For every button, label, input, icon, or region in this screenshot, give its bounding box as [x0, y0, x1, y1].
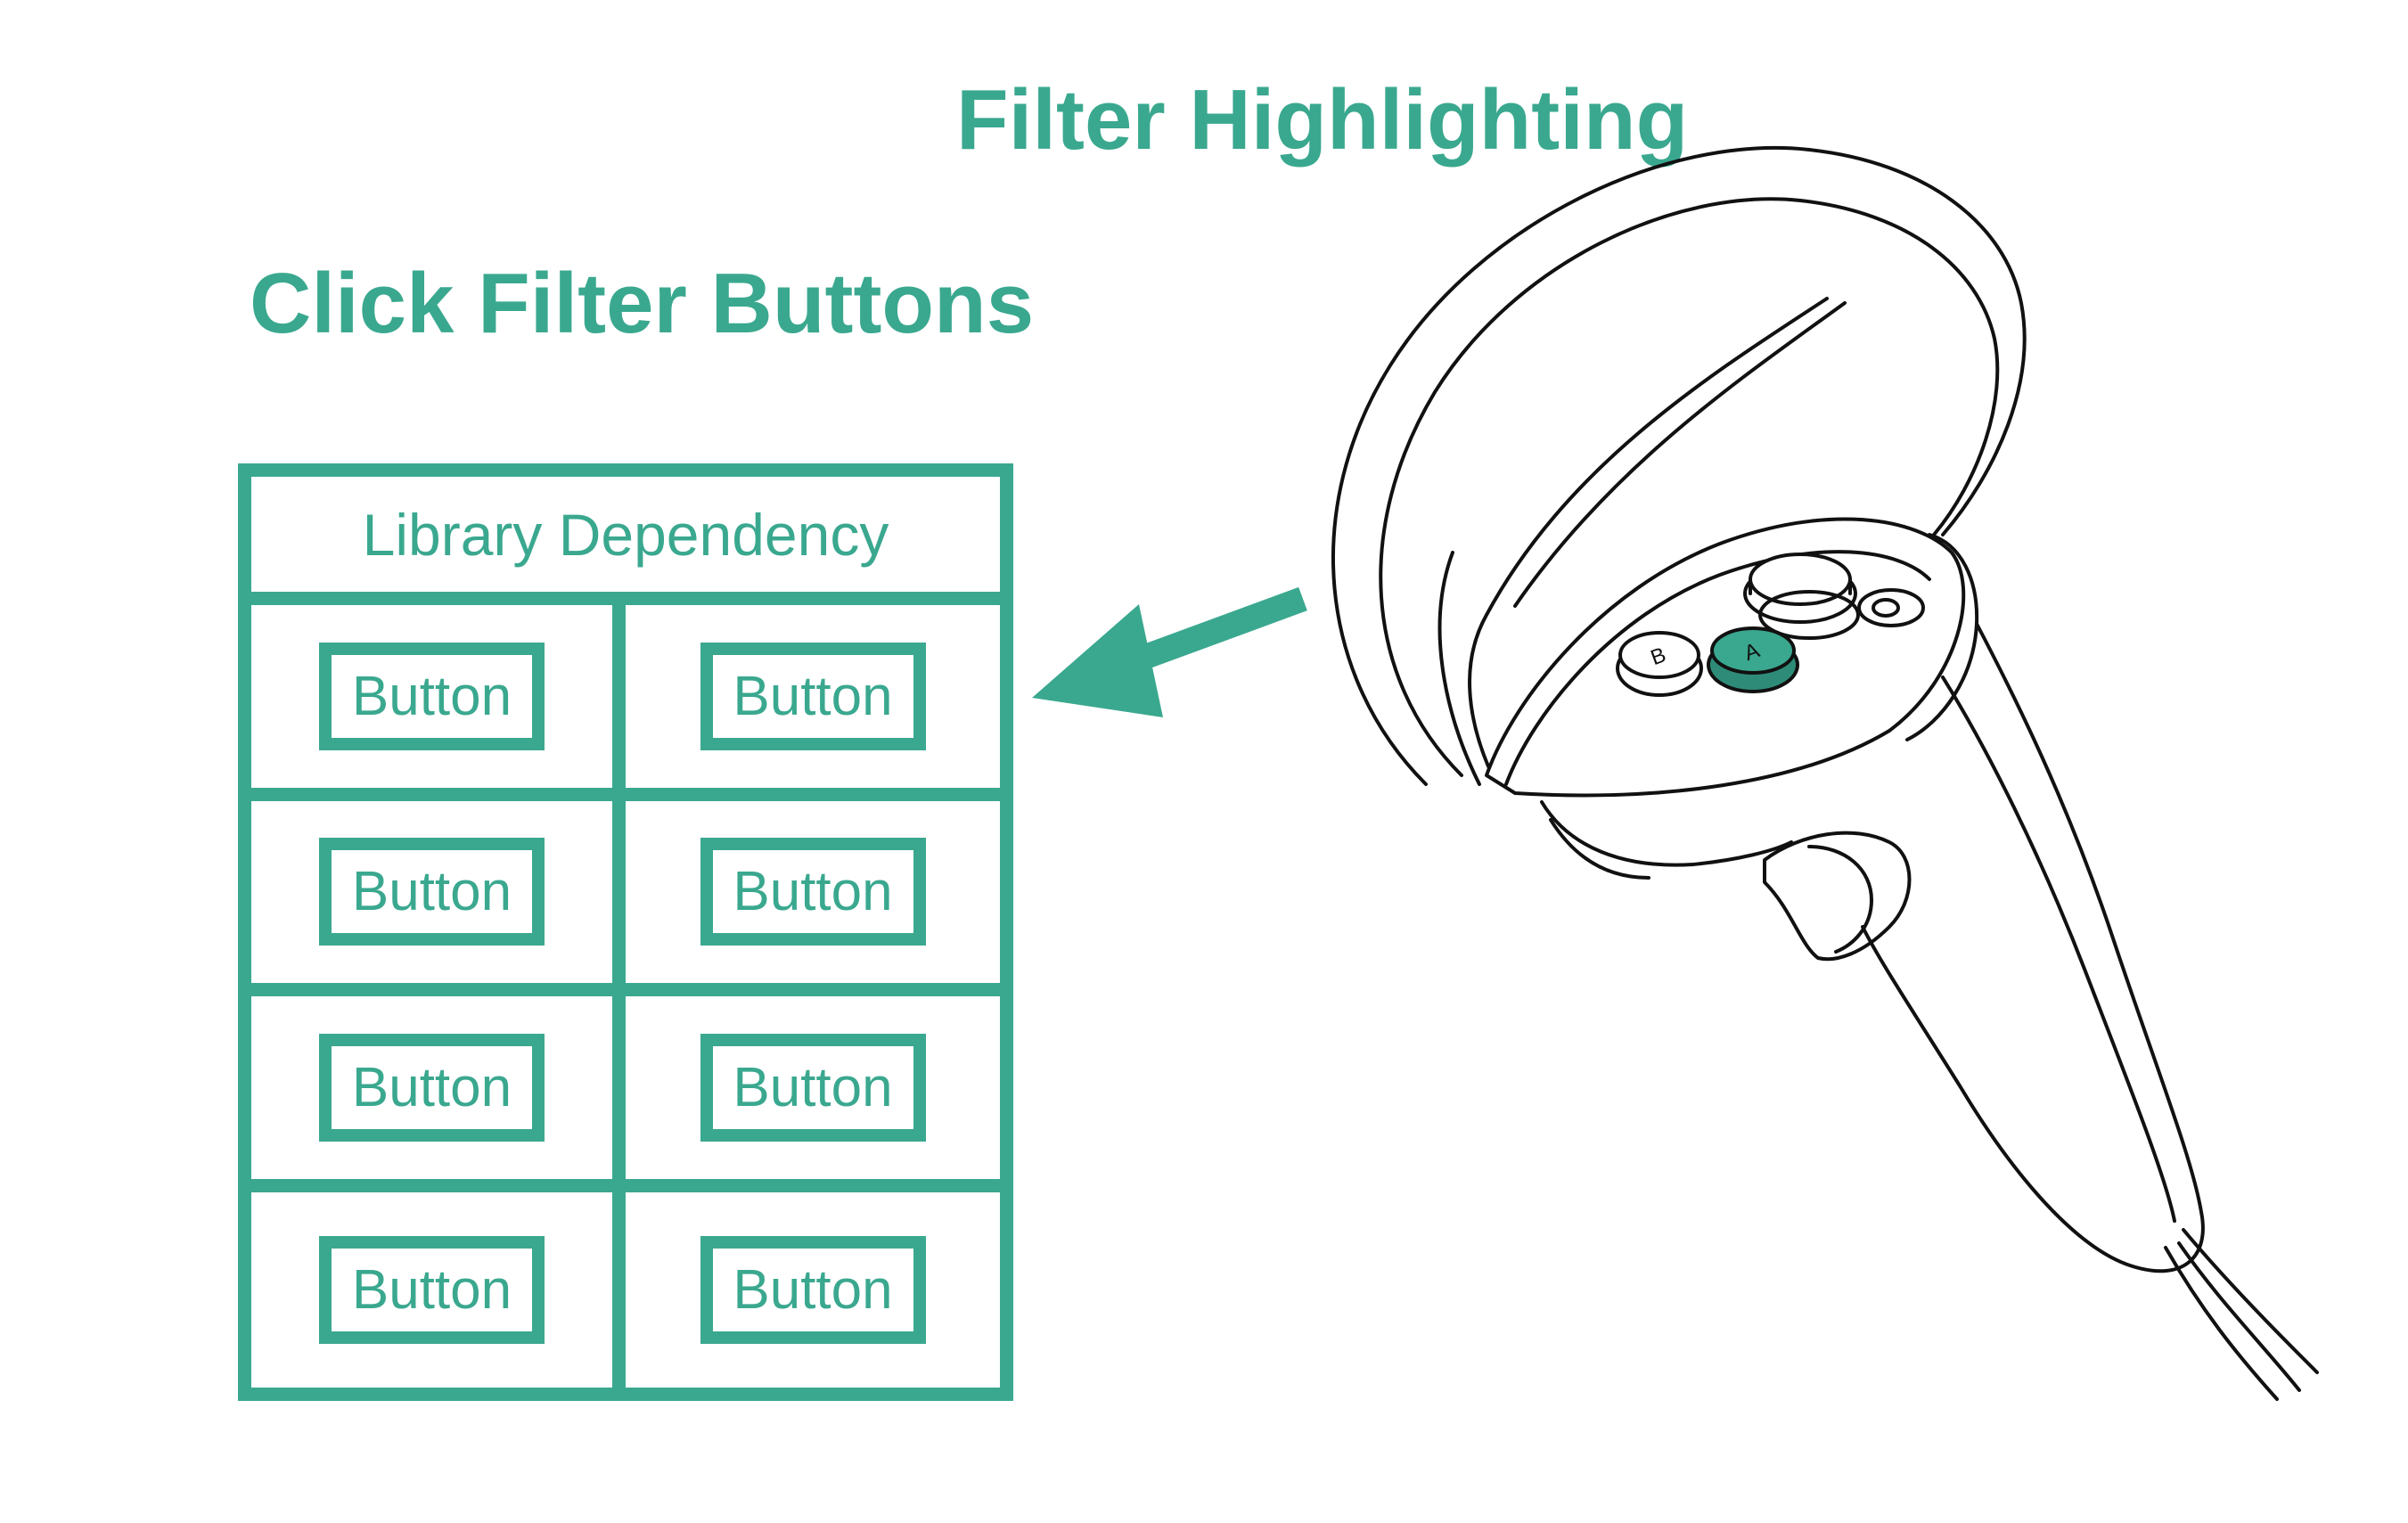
filter-button-5[interactable]: Button: [319, 1033, 545, 1142]
trigger-icon: [1763, 831, 1912, 962]
grid-cell: Button: [626, 996, 1000, 1192]
pointing-arrow-icon: [1032, 586, 1307, 717]
grid-cell: Button: [251, 800, 626, 996]
grid-cell: Button: [626, 605, 1000, 801]
menu-button-icon: [1857, 588, 1925, 627]
panel-header: Library Dependency: [251, 477, 1000, 605]
grid-cell: Button: [251, 605, 626, 801]
filter-highlighting-title: Filter Highlighting: [956, 72, 1689, 168]
filter-button-8[interactable]: Button: [700, 1235, 926, 1344]
grid-cell: Button: [251, 996, 626, 1192]
filter-button-1[interactable]: Button: [319, 642, 545, 750]
filter-button-3[interactable]: Button: [319, 838, 545, 946]
grid-cell: Button: [626, 1192, 1000, 1388]
a-button-highlighted-icon: [1707, 626, 1799, 693]
b-button-icon: [1616, 631, 1703, 697]
grid-cell: Button: [251, 1191, 626, 1388]
controller-handle: [1540, 622, 2205, 1273]
filter-button-6[interactable]: Button: [700, 1033, 926, 1142]
grid-cell: Button: [626, 801, 1000, 996]
cable-icon: [2164, 1228, 2319, 1401]
filter-button-7[interactable]: Button: [319, 1235, 545, 1344]
filter-button-4[interactable]: Button: [700, 838, 926, 946]
filter-button-grid: Button Button Button Button Button Butto…: [251, 605, 1000, 1388]
tracking-ring: [1331, 145, 2027, 786]
library-dependency-panel: Library Dependency Button Button Button …: [238, 463, 1013, 1401]
click-filter-buttons-title: Click Filter Buttons: [250, 256, 1035, 351]
thumbstick-icon: [1743, 553, 1860, 640]
filter-button-2[interactable]: Button: [700, 642, 926, 750]
